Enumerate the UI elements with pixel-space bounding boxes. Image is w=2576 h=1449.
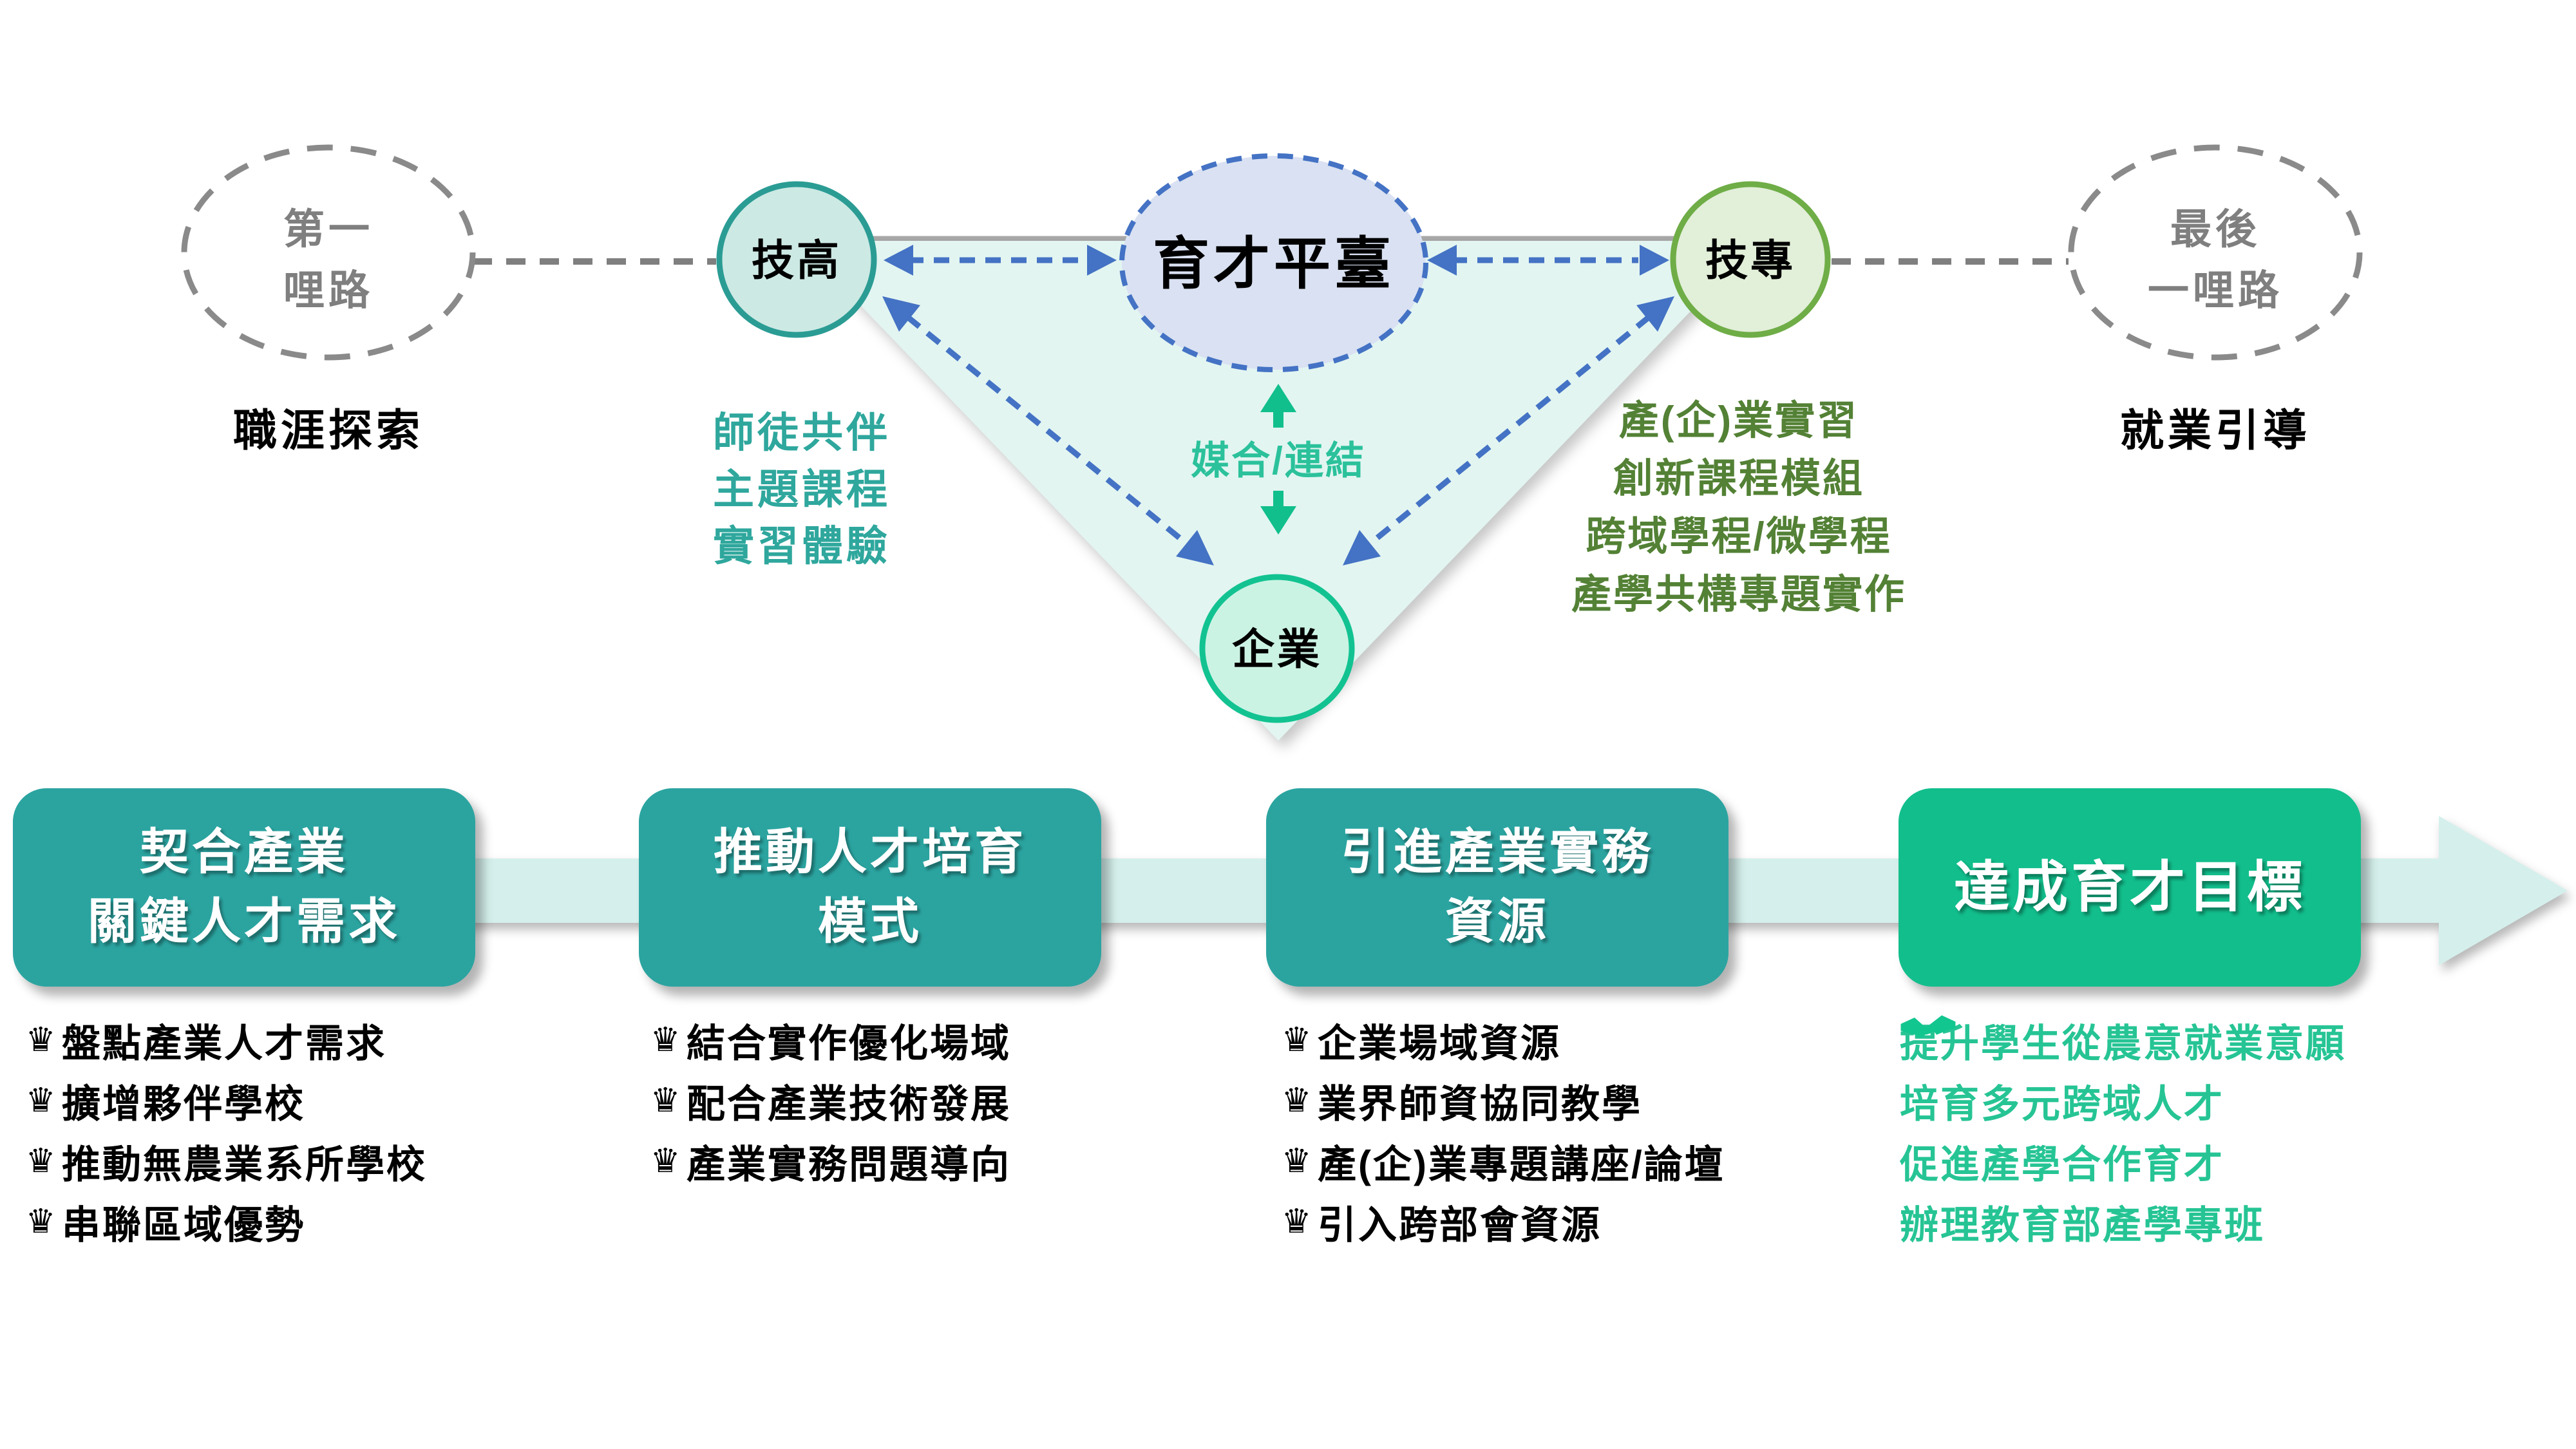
list-item-label: 企業場域資源 xyxy=(1318,1021,1561,1065)
last-mile-ellipse xyxy=(2068,144,2363,361)
crown-icon: ♛ xyxy=(1281,1081,1312,1120)
list-talent-model: ♛ 結合實作優化場域 ♛ 配合產業技術發展 ♛ 產業實務問題導向 xyxy=(644,1010,1011,1191)
list-item-label: 盤點產業人才需求 xyxy=(62,1021,386,1065)
step-title-line: 資源 xyxy=(1445,895,1549,949)
crown-icon: ♛ xyxy=(1281,1142,1312,1180)
step-title-line: 契合產業 xyxy=(140,825,348,880)
list-item-label: 產業實務問題導向 xyxy=(687,1142,1011,1186)
list-item-label: 培育多元跨域人才 xyxy=(1900,1082,2224,1126)
last-mile-line2: 一哩路 xyxy=(2148,267,2283,314)
crown-icon: ♛ xyxy=(1281,1202,1312,1241)
first-mile-line2: 哩路 xyxy=(283,267,374,314)
platform-ellipse xyxy=(1119,153,1428,372)
list-item: 提升學生從農意就業意願 xyxy=(1900,1010,2346,1070)
tech-college-label: 技專 xyxy=(1705,236,1795,284)
crown-icon: ♛ xyxy=(25,1021,56,1059)
tech-college-note: 產學共構專題實作 xyxy=(1571,573,1906,617)
step-title-line: 達成育才目標 xyxy=(1954,857,2306,918)
matching-label: 媒合/連結 xyxy=(1191,439,1366,482)
list-industry-needs: ♛ 盤點產業人才需求 ♛ 擴增夥伴學校 ♛ 推動無農業系所學校 ♛ 串聯區域優勢 xyxy=(19,1010,427,1252)
step-box-industry-needs: 契合產業 關鍵人才需求 xyxy=(13,788,475,987)
tech-high-note: 師徒共伴 xyxy=(713,410,891,456)
arrow-techcollege-enterprise xyxy=(1366,314,1651,548)
tech-high-label: 技高 xyxy=(752,236,842,284)
list-item-label: 結合實作優化場域 xyxy=(687,1021,1011,1065)
list-goal: 提升學生從農意就業意願 培育多元跨域人才 促進產學合作育才 辦理教育部產學專班 xyxy=(1900,1010,2346,1252)
list-item: 培育多元跨域人才 xyxy=(1900,1015,2346,1131)
crown-icon: ♛ xyxy=(25,1142,56,1180)
list-item: 促進產學合作育才 xyxy=(1900,1015,2346,1191)
enterprise-node xyxy=(1199,574,1355,723)
list-item: ♛ 產(企)業專題講座/論壇 xyxy=(1275,1131,1725,1191)
tech-college-note: 創新課程模組 xyxy=(1613,457,1864,501)
list-item-label: 串聯區域優勢 xyxy=(62,1203,305,1247)
arrowhead-up-left-icon xyxy=(882,296,920,332)
list-item-label: 引入跨部會資源 xyxy=(1318,1203,1602,1247)
list-item: ♛ 產業實務問題導向 xyxy=(644,1131,1011,1191)
process-flow-arrowhead-icon xyxy=(2439,816,2568,965)
career-exploration-label: 職涯探索 xyxy=(233,406,424,455)
tech-college-note: 產(企)業實習 xyxy=(1619,399,1859,443)
enterprise-label: 企業 xyxy=(1232,625,1322,673)
arrow-techhigh-enterprise xyxy=(905,314,1191,548)
list-item-label: 促進產學合作育才 xyxy=(1900,1142,2224,1186)
list-item-label: 提升學生從農意就業意願 xyxy=(1900,1021,2346,1065)
list-item: ♛ 盤點產業人才需求 xyxy=(19,1010,427,1070)
list-item: ♛ 引入跨部會資源 xyxy=(1275,1191,1725,1252)
list-item: ♛ 業界師資協同教學 xyxy=(1275,1070,1725,1131)
list-item: ♛ 擴增夥伴學校 xyxy=(19,1070,427,1131)
crown-icon: ♛ xyxy=(650,1081,681,1120)
arrowhead-left-icon xyxy=(884,245,913,276)
crown-icon: ♛ xyxy=(25,1081,56,1120)
arrowhead-down-left-icon xyxy=(1343,530,1381,565)
first-mile-ellipse xyxy=(181,144,476,361)
step-box-talent-model: 推動人才培育 模式 xyxy=(639,788,1101,987)
platform-label: 育才平臺 xyxy=(1153,232,1395,296)
arrowhead-right-icon xyxy=(1087,245,1117,276)
list-item: ♛ 串聯區域優勢 xyxy=(19,1191,427,1252)
last-mile-line1: 最後 xyxy=(2170,206,2260,252)
list-item: 辦理教育部產學專班 xyxy=(1900,1015,2346,1252)
crown-icon: ♛ xyxy=(25,1202,56,1241)
list-item: ♛ 配合產業技術發展 xyxy=(644,1070,1011,1131)
arrowhead-up-right-icon xyxy=(1636,296,1674,332)
tech-high-note: 實習體驗 xyxy=(713,523,891,569)
tech-college-note: 跨域學程/微學程 xyxy=(1586,515,1891,559)
list-industry-resources: ♛ 企業場域資源 ♛ 業界師資協同教學 ♛ 產(企)業專題講座/論壇 ♛ 引入跨… xyxy=(1275,1010,1725,1252)
crown-icon: ♛ xyxy=(650,1021,681,1059)
step-title-line: 模式 xyxy=(818,895,922,949)
list-item-label: 推動無農業系所學校 xyxy=(62,1142,427,1186)
list-item-label: 擴增夥伴學校 xyxy=(62,1082,305,1126)
step-title-line: 推動人才培育 xyxy=(714,825,1027,880)
tech-high-note: 主題課程 xyxy=(713,466,891,513)
step-title-line: 引進產業實務 xyxy=(1341,825,1654,880)
step-box-goal: 達成育才目標 xyxy=(1899,788,2361,987)
list-item: ♛ 推動無農業系所學校 xyxy=(19,1131,427,1191)
list-item-label: 辦理教育部產學專班 xyxy=(1900,1203,2265,1247)
tech-high-node xyxy=(716,181,877,338)
list-item-label: 配合產業技術發展 xyxy=(687,1082,1011,1126)
list-item-label: 業界師資協同教學 xyxy=(1318,1082,1642,1126)
employment-guidance-label: 就業引導 xyxy=(2120,406,2311,455)
crown-icon: ♛ xyxy=(1281,1021,1312,1059)
list-item-label: 產(企)業專題講座/論壇 xyxy=(1318,1142,1725,1186)
crown-icon: ♛ xyxy=(650,1142,681,1180)
list-item: ♛ 結合實作優化場域 xyxy=(644,1010,1011,1070)
step-box-industry-resources: 引進產業實務 資源 xyxy=(1266,788,1728,987)
handshake-icon xyxy=(1900,1015,1956,1037)
tech-college-node xyxy=(1670,181,1831,338)
arrowhead-down-right-icon xyxy=(1176,530,1214,565)
first-mile-line1: 第一 xyxy=(283,206,374,252)
arrowhead-up-icon xyxy=(1260,384,1296,412)
arrowhead-right-icon xyxy=(1640,245,1669,276)
list-item: ♛ 企業場域資源 xyxy=(1275,1010,1725,1070)
arrowhead-down-icon xyxy=(1260,506,1296,535)
step-title-line: 關鍵人才需求 xyxy=(88,895,401,949)
arrowhead-left-icon xyxy=(1427,245,1457,276)
